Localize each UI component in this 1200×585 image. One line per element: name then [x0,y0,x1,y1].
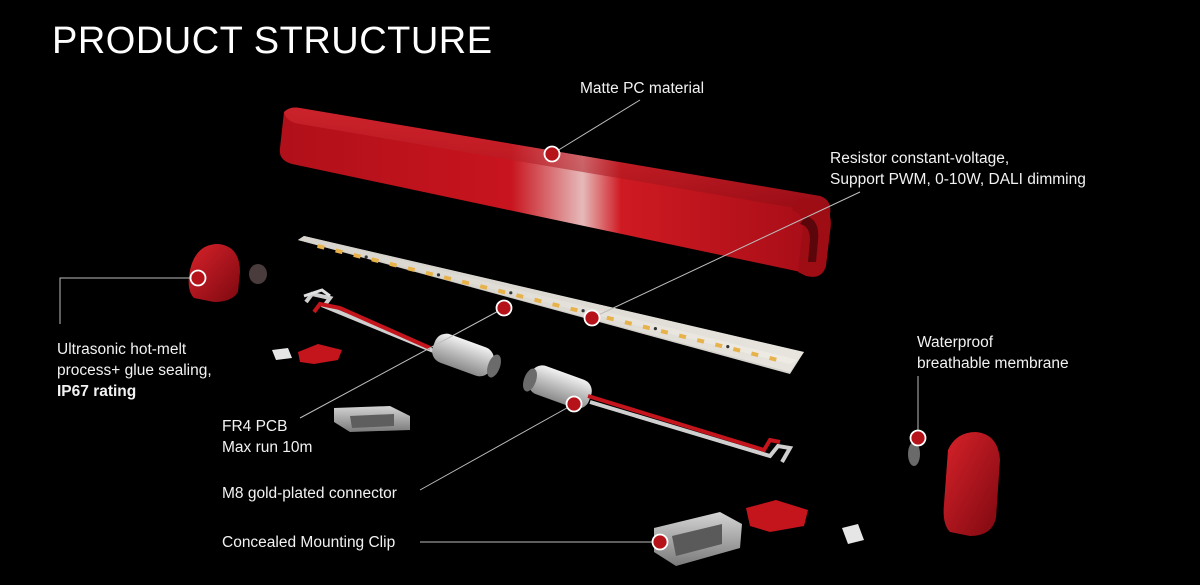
label-waterproof: Waterproof breathable membrane [917,332,1069,374]
pcb-led-strip [298,236,804,374]
label-fr4-line1: FR4 PCB [222,418,288,435]
led-chip [425,270,434,277]
pcb-component [581,309,585,313]
page-title: PRODUCT STRUCTURE [52,20,493,62]
pcb-component [364,255,368,259]
label-fr4: FR4 PCB Max run 10m [222,416,312,458]
marker-m8 [565,395,583,413]
marker-resistor [583,309,601,327]
marker-ultrasonic [189,269,207,287]
small-plugs [272,344,864,544]
led-chip [515,293,524,299]
marker-fr4 [495,299,513,317]
led-chip [769,355,777,362]
pcb-component [726,345,730,349]
led-chip [624,320,633,326]
label-ultrasonic-line2: process+ glue sealing, [57,362,212,379]
right-end-cap [908,432,1000,536]
led-chip [642,324,651,331]
led-chip [335,248,343,255]
pcb-component [509,291,513,295]
pcb-component [436,273,441,277]
pc-tube [279,107,831,277]
led-chip [696,338,705,344]
label-m8: M8 gold-plated connector [222,485,397,502]
led-chip [443,275,452,281]
led-chip [714,342,723,349]
label-waterproof-line1: Waterproof [917,334,994,351]
led-chip [678,333,687,340]
label-resistor-line2: Support PWM, 0-10W, DALI dimming [830,171,1086,188]
marker-matte-pc [543,145,561,163]
label-ultrasonic-line3: IP67 rating [57,383,137,400]
led-chip [407,266,416,272]
led-chip [552,302,560,308]
led-chip [606,315,615,322]
led-chip [660,329,669,335]
led-chip [371,257,379,263]
led-chip [479,284,488,290]
label-fr4-line2: Max run 10m [222,439,313,456]
left-end-cap [188,244,267,302]
led-chip [317,244,325,250]
label-clip: Concealed Mounting Clip [222,534,396,551]
led-chip [497,288,506,295]
marker-circles [189,145,927,551]
label-ultrasonic-line1: Ultrasonic hot-melt [57,341,187,358]
mounting-clips [334,406,742,566]
pcb-component [653,327,658,331]
led-chip [353,253,361,259]
leader-lines [59,99,919,543]
led-chip [461,279,470,286]
marker-clip [651,533,669,551]
label-resistor: Resistor constant-voltage, Support PWM, … [830,148,1086,190]
label-resistor-line1: Resistor constant-voltage, [830,150,1010,167]
led-chip [389,261,398,268]
label-matte-pc: Matte PC material [580,80,705,97]
led-chip [570,306,578,313]
led-chip [534,297,542,304]
label-ultrasonic: Ultrasonic hot-melt process+ glue sealin… [57,339,212,402]
left-wire-harness [303,288,501,378]
marker-waterproof [909,429,927,447]
led-chip [732,346,741,353]
led-chip [750,351,759,358]
led-chips [317,244,777,362]
label-waterproof-line2: breathable membrane [917,355,1069,372]
